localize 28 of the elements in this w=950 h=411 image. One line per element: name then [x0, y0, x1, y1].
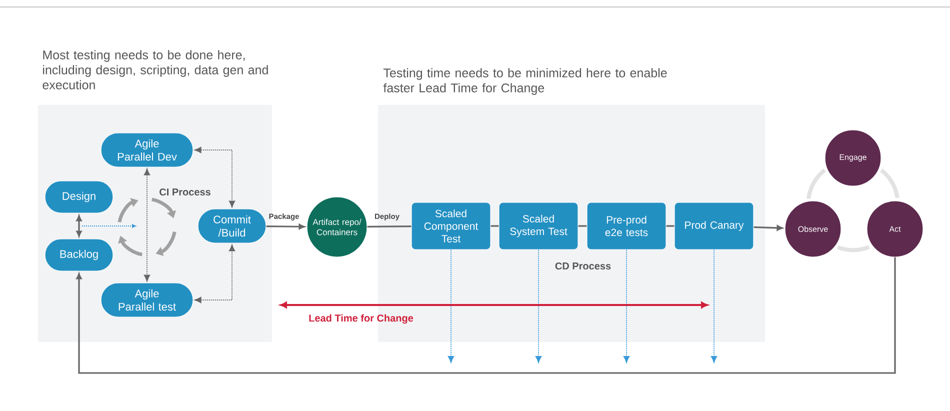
process-pill: Design [44, 180, 114, 214]
arrow [266, 224, 305, 230]
arrow [754, 225, 783, 231]
process-pill: Agile Parallel Dev [100, 132, 194, 168]
process-box: Scaled Component Test [411, 202, 491, 250]
process-title: CD Process [555, 262, 611, 270]
process-pill: Backlog [44, 238, 114, 272]
arrow [448, 249, 454, 363]
circle-node: Engage [824, 130, 882, 186]
heading: Testing time needs to be minimized here to enable faster Lead Time for Change [383, 68, 667, 95]
process-box: Pre-prod e2e tests [586, 202, 666, 250]
process-title: CI Process [160, 188, 210, 196]
arrow [144, 168, 150, 282]
arrow-label: Lead Time for Change [309, 314, 414, 324]
process-pill: Agile Parallel test [100, 282, 194, 318]
process-box: Scaled System Test [498, 202, 578, 250]
arrow [623, 249, 630, 363]
circle-node: Observe [784, 200, 842, 258]
arrow [535, 249, 542, 363]
arrow [194, 244, 236, 304]
process-box: Prod Canary [674, 202, 754, 250]
circle-node: Act [866, 200, 924, 258]
heading: Most testing needs to be done here, including design, scripting, data gen and execution [42, 50, 268, 90]
arrow [710, 249, 718, 363]
arrow [76, 257, 896, 374]
arrow [194, 146, 236, 208]
arrow [76, 215, 82, 237]
circle-node: Artifact repo/ Containers [306, 196, 368, 258]
